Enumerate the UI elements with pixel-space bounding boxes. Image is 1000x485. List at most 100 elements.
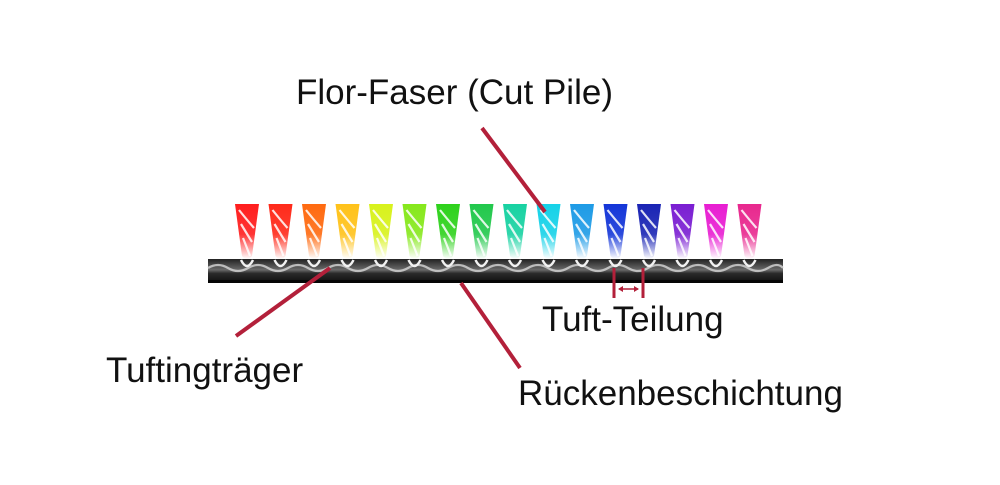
pile-tuft	[268, 204, 293, 268]
tuft-anchor-loop	[708, 259, 724, 268]
pile-tuft	[737, 204, 762, 268]
tuft-body	[302, 204, 326, 259]
tuft-twist-streak	[709, 223, 722, 243]
tuft-body	[469, 204, 494, 259]
tuft-twist-streak	[740, 209, 758, 229]
tuft-twist-streak	[273, 223, 287, 243]
back-coating-layer	[208, 259, 783, 283]
tuft-twist-streak	[710, 237, 721, 257]
tuft-twist-streak	[476, 237, 486, 257]
tuft-body	[402, 204, 427, 259]
tuft-twist-streak	[271, 209, 289, 229]
leader-line-primary-backing	[234, 266, 332, 338]
tuft-twist-streak	[509, 237, 520, 257]
tuft-twist-streak	[539, 209, 557, 229]
tuft-body	[536, 204, 561, 259]
tuft-twist-streak	[506, 209, 523, 229]
tuft-twist-streak	[606, 209, 624, 229]
tuft-twist-streak	[508, 223, 521, 243]
pile-tuft	[637, 204, 661, 268]
pile-tufts	[235, 204, 762, 268]
tuft-twist-streak	[541, 223, 555, 243]
pile-tuft	[436, 204, 460, 268]
tuft-twist-streak	[372, 209, 389, 229]
tuft-body	[235, 204, 259, 259]
tuft-twist-streak	[472, 209, 490, 229]
tuft-anchor-loop	[273, 259, 288, 268]
tuft-twist-streak	[308, 237, 319, 257]
label-back-coating: Rückenbeschichtung	[518, 374, 843, 413]
tuft-anchor-loop	[373, 259, 389, 268]
tuft-twist-streak	[675, 223, 689, 243]
pile-tuft	[570, 204, 594, 268]
tuft-anchor-loop	[239, 259, 255, 268]
tuft-body	[704, 204, 728, 259]
pitch-arrowhead-left	[618, 286, 623, 292]
tuft-anchor-loop	[608, 259, 623, 268]
pitch-arrowhead-right	[634, 286, 639, 292]
tuft-twist-streak	[442, 237, 453, 257]
tuft-twist-streak	[643, 237, 654, 257]
tuft-anchor-loop	[306, 259, 322, 268]
tuft-anchor-loop	[641, 259, 657, 268]
tuft-body	[503, 204, 527, 259]
tuft-body	[670, 204, 695, 259]
tuft-twist-streak	[707, 209, 724, 229]
primary-backing-wave	[207, 263, 784, 273]
tuft-twist-streak	[608, 223, 622, 243]
tuft-twist-streak	[610, 237, 620, 257]
tuft-anchor-loop	[507, 259, 523, 268]
tuft-body	[570, 204, 594, 259]
pile-tuft	[536, 204, 561, 268]
pile-tuft	[603, 204, 628, 268]
tuft-twist-streak	[575, 223, 588, 243]
tuft-twist-streak	[241, 237, 252, 257]
tuft-twist-streak	[305, 209, 322, 229]
tuft-twist-streak	[240, 223, 253, 243]
tuft-twist-streak	[441, 223, 454, 243]
tuft-twist-streak	[744, 237, 754, 257]
tuft-twist-streak	[238, 209, 255, 229]
tuft-anchor-loop	[541, 259, 556, 268]
pile-tuft	[235, 204, 259, 268]
tuft-twist-streak	[374, 223, 387, 243]
tuft-twist-streak	[576, 237, 587, 257]
tuft-twist-streak	[642, 223, 655, 243]
tuft-body	[436, 204, 460, 259]
tuft-twist-streak	[340, 223, 354, 243]
tuft-pitch-marker	[612, 268, 645, 298]
label-pile-fiber: Flor-Faser (Cut Pile)	[296, 73, 613, 112]
tuft-twist-streak	[307, 223, 320, 243]
tuft-twist-streak	[439, 209, 456, 229]
pile-tuft	[503, 204, 527, 268]
pile-tuft	[469, 204, 494, 268]
tuft-twist-streak	[543, 237, 553, 257]
tuft-twist-streak	[407, 223, 421, 243]
tuft-twist-streak	[275, 237, 285, 257]
tuft-body	[268, 204, 293, 259]
pile-tuft	[302, 204, 326, 268]
tuft-twist-streak	[405, 209, 423, 229]
tuft-anchor-loop	[440, 259, 456, 268]
tuft-anchor-loop	[574, 259, 590, 268]
tuft-twist-streak	[375, 237, 386, 257]
tuft-twist-streak	[474, 223, 488, 243]
label-primary-backing: Tuftingträger	[106, 351, 304, 390]
tuft-twist-streak	[677, 237, 687, 257]
tuft-body	[737, 204, 762, 259]
pile-tuft	[704, 204, 728, 268]
tuft-anchor-loop	[474, 259, 489, 268]
tuft-twist-streak	[342, 237, 352, 257]
tuft-anchor-loop	[742, 259, 757, 268]
carpet-backing	[207, 259, 784, 283]
tuft-twist-streak	[338, 209, 356, 229]
tuft-anchor-loop	[675, 259, 690, 268]
tuft-twist-streak	[573, 209, 590, 229]
tuft-anchor-loop	[407, 259, 422, 268]
leader-line-pile-fiber	[480, 126, 547, 214]
backing-base-line	[208, 280, 783, 283]
tuft-anchor-loop	[340, 259, 355, 268]
pile-tuft	[335, 204, 360, 268]
leader-line-back-coating	[459, 281, 522, 370]
